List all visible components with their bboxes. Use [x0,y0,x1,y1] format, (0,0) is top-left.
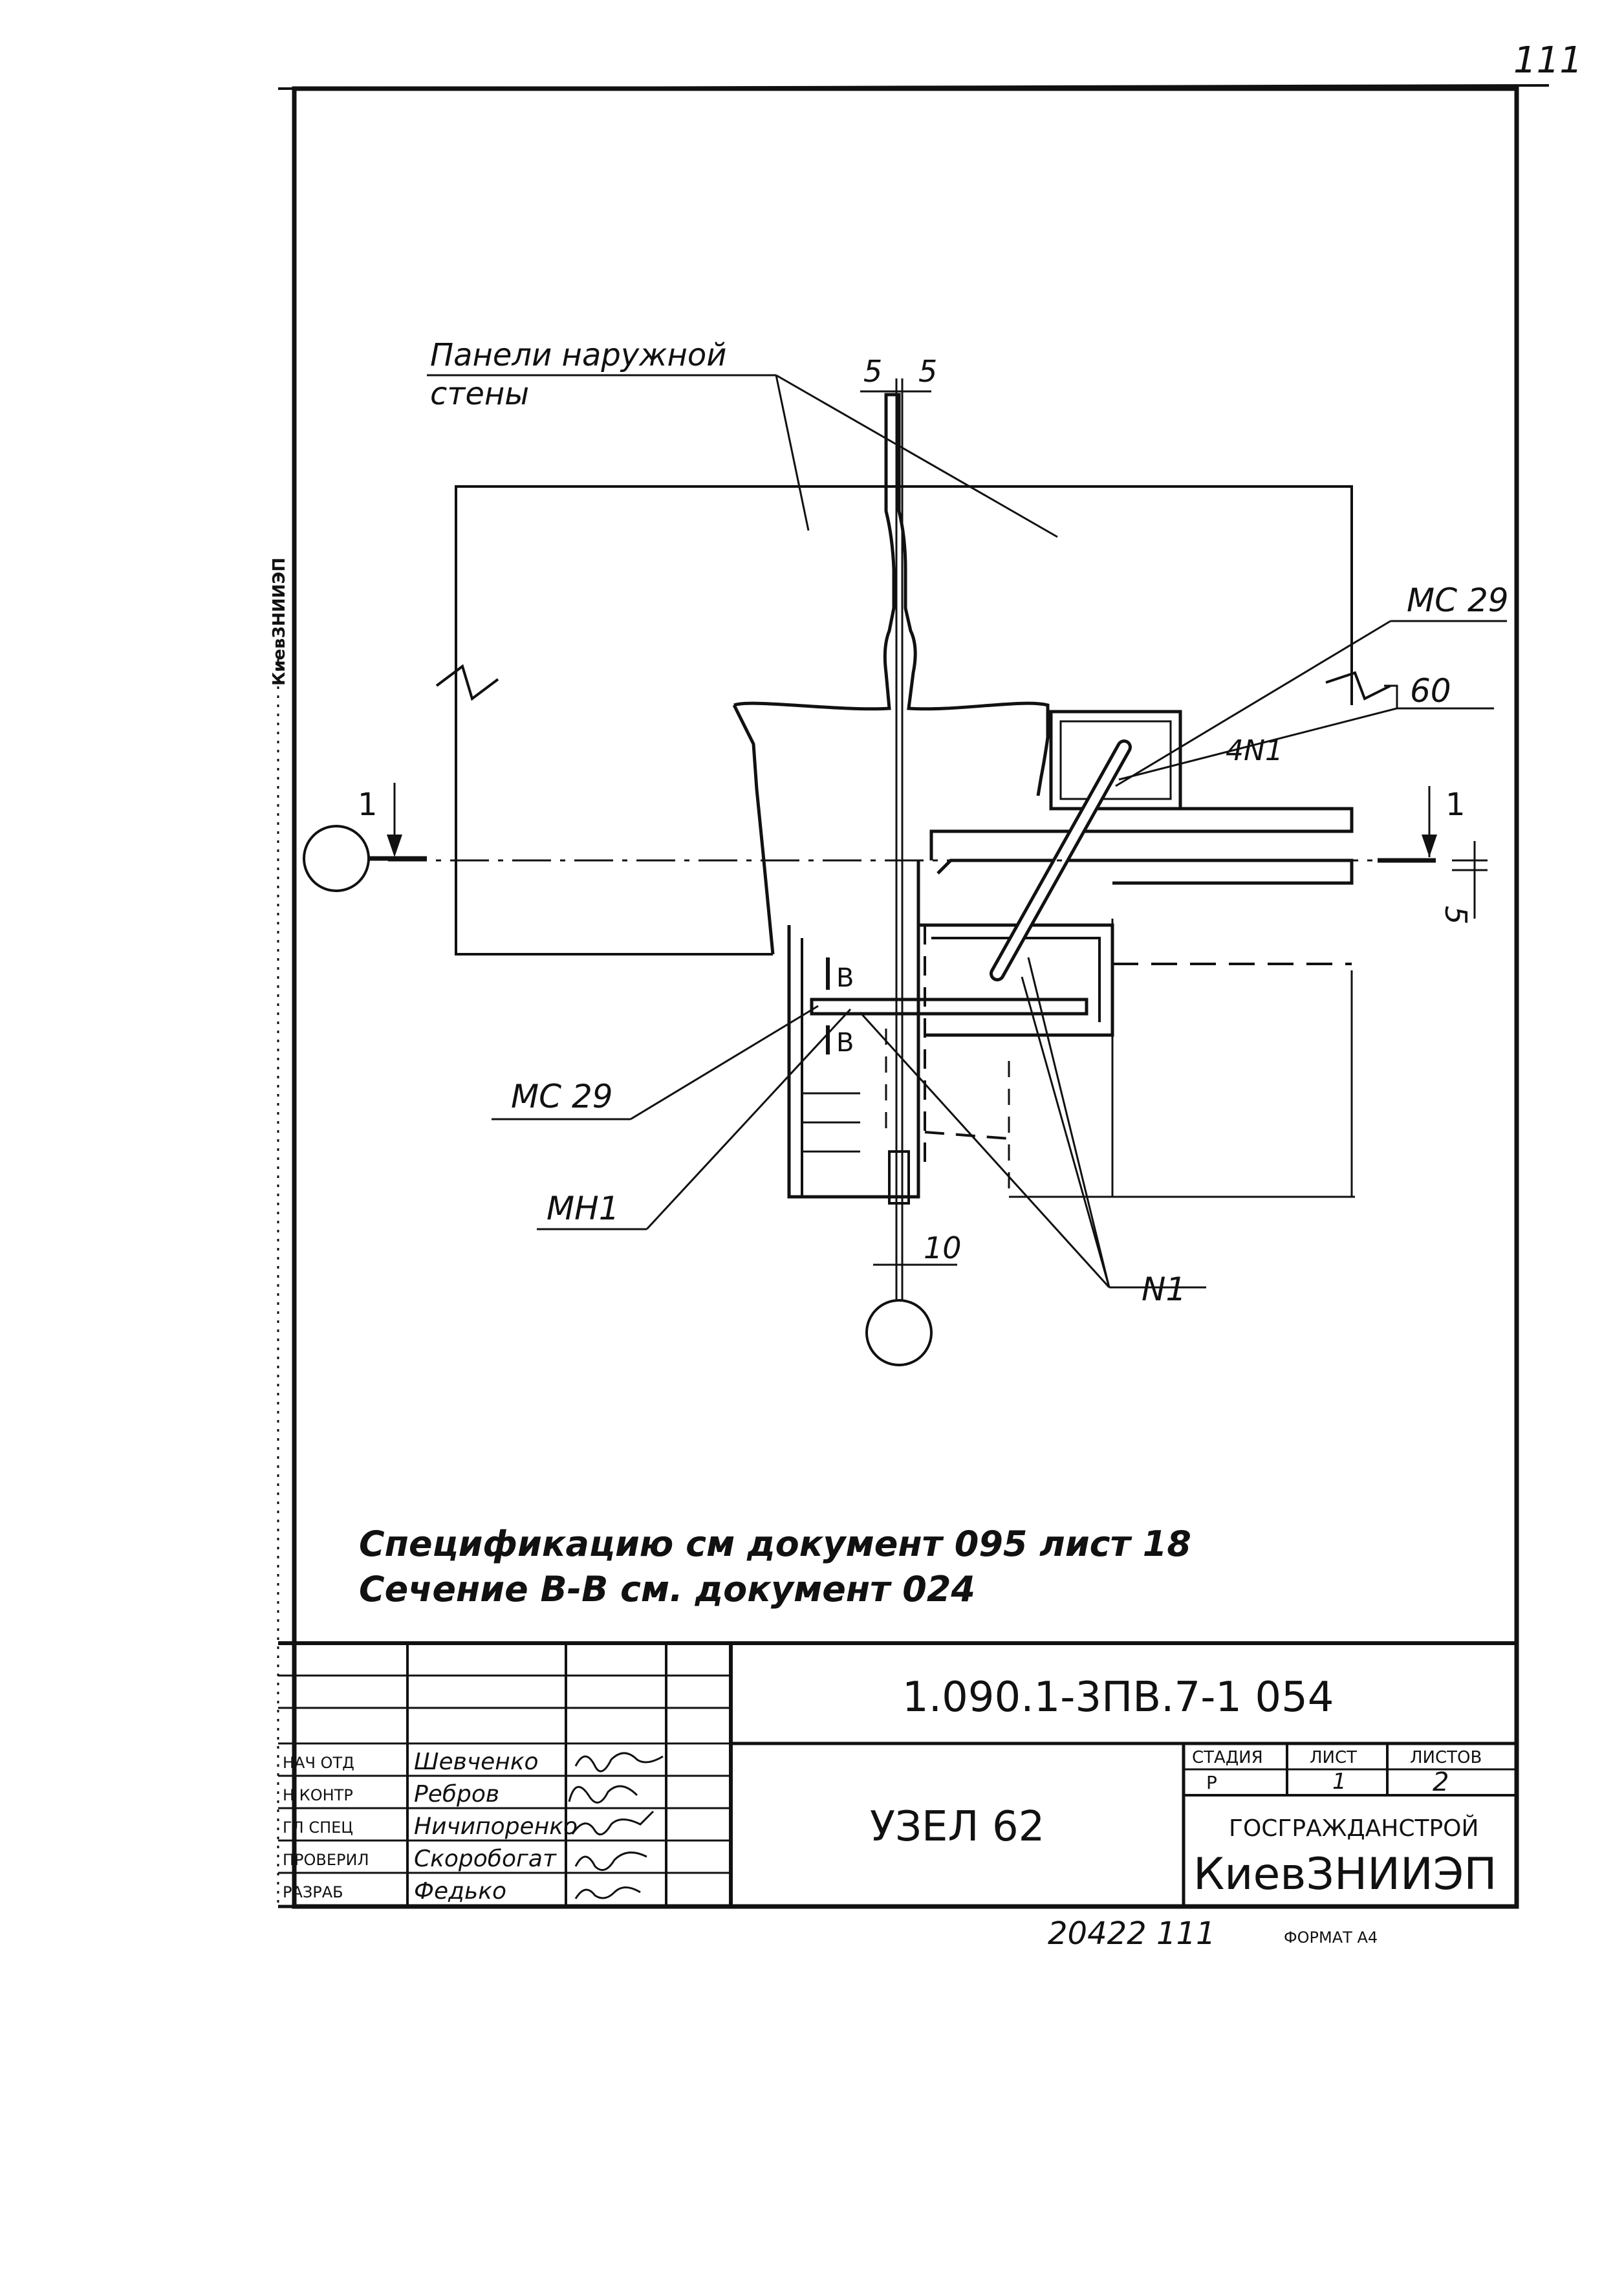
drawing-title: УЗЕЛ 62 [870,1803,1045,1851]
dim-10-label: 10 [924,1230,962,1265]
dim-5-side: 5 [1438,906,1473,924]
mc29-bottom-label: МС 29 [511,1078,613,1115]
note-line-1: Спецификацию см документ 095 лист 18 [359,1524,1191,1564]
doc-code: 1.090.1-3ПВ.7-1 054 [902,1674,1334,1721]
n1-label: N1 [1142,1271,1186,1308]
sig-role-2: ГЛ СПЕЦ [283,1819,353,1837]
panels-label-line1: Панели наружной [430,337,726,373]
panels-label-line2: стены [430,376,529,412]
left-margin-stamp: КиевЗНИИЭП [270,558,289,686]
footer-format: ФОРМАТ А4 [1284,1928,1378,1947]
col-sheets: ЛИСТОВ [1410,1748,1482,1767]
axis-bubble-bottom [865,1299,933,1366]
joint-profile [733,393,1050,796]
item-4n1-label: 4N1 [1226,734,1283,767]
sig-role-3: ПРОВЕРИЛ [283,1851,369,1869]
sig-role-1: Н КОНТР [283,1786,353,1804]
section-b-top: В [836,963,854,993]
mc29-top-label: МС 29 [1407,582,1509,619]
sig-name-1: Ребров [414,1781,499,1808]
sig-name-4: Федько [414,1878,506,1905]
org-line-2: КиевЗНИИЭП [1193,1849,1497,1900]
section-1-left: 1 [358,787,378,823]
dim-60-label: 60 [1410,672,1451,710]
mn1-label: МН1 [547,1190,620,1227]
dim-5-right: 5 [918,354,937,389]
page-number: 111 [1513,39,1583,82]
val-sheets: 2 [1433,1767,1449,1797]
note-line-2: Сечение В-В см. документ 024 [359,1569,975,1610]
dim-5-left: 5 [863,354,882,389]
section-b-bottom: В [836,1028,854,1058]
signature-rows: НАЧ ОТД Шевченко Н КОНТР Ребров ГЛ СПЕЦ … [283,1749,578,1905]
sig-role-0: НАЧ ОТД [283,1754,354,1772]
signature-scribbles [568,1752,664,1899]
sig-name-0: Шевченко [414,1749,539,1775]
sig-name-2: Ничипоренко [414,1813,578,1840]
title-block [278,1641,1517,1908]
col-stage: СТАДИЯ [1192,1748,1263,1767]
footer-number: 20422 111 [1048,1916,1216,1952]
node-drawing: 5 5 Панели наружной стены [303,337,1509,1366]
org-line-1: ГОСГРАЖДАНСТРОЙ [1229,1815,1478,1842]
section-1-right: 1 [1445,787,1466,823]
sig-name-3: Скоробогат [414,1846,557,1872]
val-stage: Р [1206,1772,1217,1793]
sig-role-4: РАЗРАБ [283,1883,343,1901]
axis-bubble-left [303,825,370,892]
val-sheet: 1 [1332,1769,1347,1795]
col-sheet: ЛИСТ [1310,1748,1357,1767]
